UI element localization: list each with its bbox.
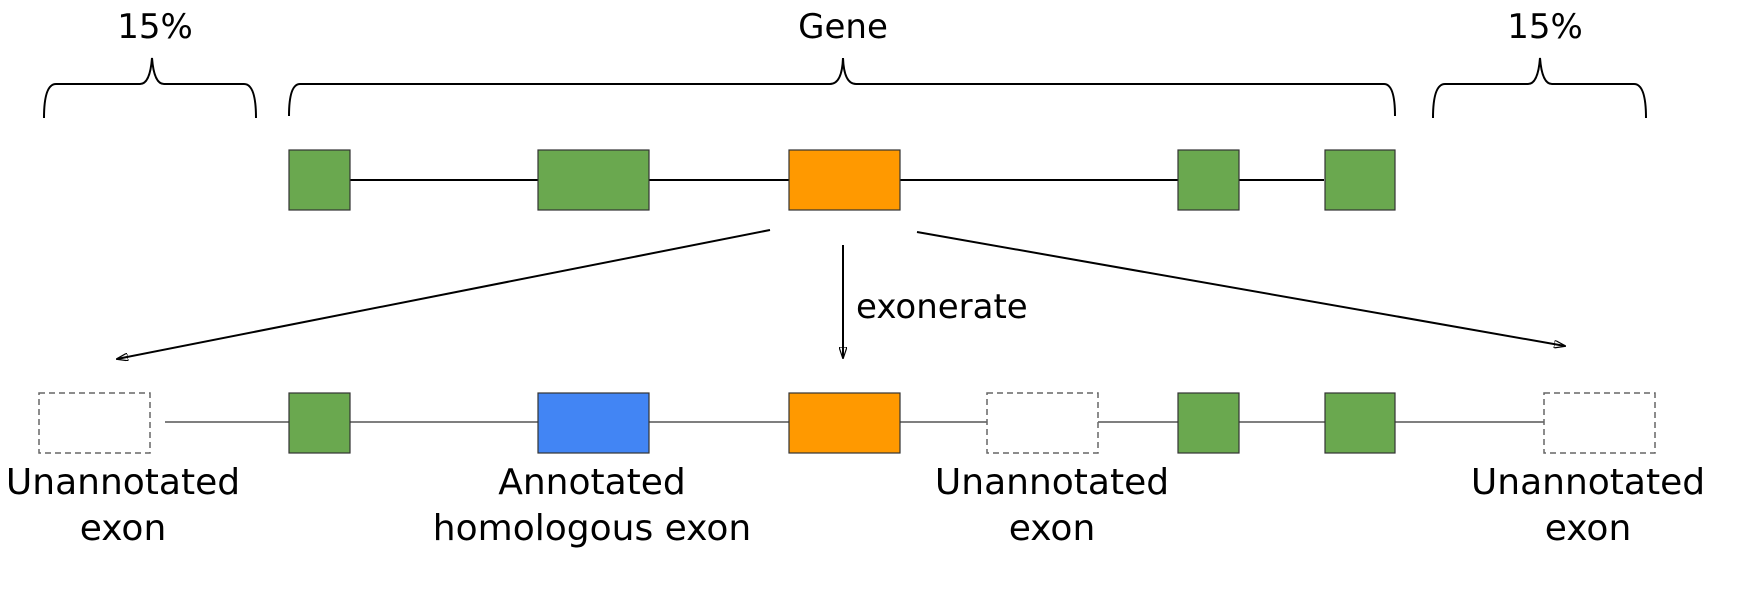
exonerate-label: exonerate: [856, 287, 1028, 327]
downstream-percent-label: 15%: [1507, 7, 1583, 47]
unannotated-exon-middle: [986, 392, 1099, 454]
unannotated-exon-upstream: [38, 392, 151, 454]
extended-exon-query: [788, 392, 901, 454]
gene-exon-5: [1324, 149, 1396, 211]
gene-exon-4: [1177, 149, 1240, 211]
gene-label: Gene: [798, 7, 888, 47]
annotated-homologous-label-line1: Annotated: [498, 462, 686, 503]
upstream-brace: [43, 57, 257, 119]
gene-brace: [288, 57, 1396, 117]
gene-exon-3-query: [788, 149, 901, 211]
gene-exon-2: [537, 149, 650, 211]
arrow-to-downstream: [916, 231, 1565, 346]
upstream-percent-label: 15%: [117, 7, 193, 47]
unannotated-middle-label-line2: exon: [1009, 508, 1096, 549]
extended-exon-green-1: [288, 392, 351, 454]
unannotated-downstream-label-line1: Unannotated: [1471, 462, 1705, 503]
unannotated-upstream-label-line2: exon: [80, 508, 167, 549]
extended-exon-green-3: [1324, 392, 1396, 454]
annotated-homologous-exon: [537, 392, 650, 454]
annotated-homologous-label-line2: homologous exon: [433, 508, 751, 549]
arrow-to-upstream: [117, 229, 771, 359]
unannotated-upstream-label-line1: Unannotated: [6, 462, 240, 503]
unannotated-downstream-label-line2: exon: [1545, 508, 1632, 549]
unannotated-middle-label-line1: Unannotated: [935, 462, 1169, 503]
extended-exon-green-2: [1177, 392, 1240, 454]
unannotated-exon-downstream: [1543, 392, 1656, 454]
downstream-brace: [1432, 57, 1647, 119]
gene-exon-1: [288, 149, 351, 211]
